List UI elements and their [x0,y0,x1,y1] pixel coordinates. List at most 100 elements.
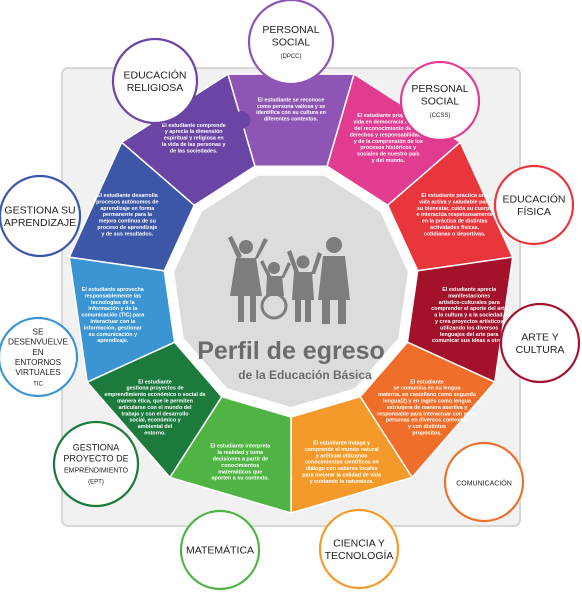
bubble-label-line: COMUNICACIÓN [456,479,512,488]
segment-description-line: e interactúa respetuosamente [416,212,492,218]
segment-description-line: mejora continua de su [99,219,156,225]
puzzle-knob [232,111,251,130]
segment-description-line: responsable para interactuar con otras [377,411,477,417]
segment-description-line: la vida de las personas y [162,142,226,148]
bubble-circle [493,164,575,246]
segment-description-line: artístico-culturales para [439,300,501,306]
segment-description-line: responsablemente las [84,293,141,299]
segment-description-line: aporten a su contexto. [212,476,270,482]
segment-description-line: permanente para la [103,212,153,218]
bubble-circle [247,0,335,86]
segment-description-line: proceso de aprendizaje [97,225,157,231]
segment-description-line: información y de la [88,306,138,312]
segment-description-line: El estudiante desarrolla [97,193,159,199]
segment-description-line: comunicación (TIC) para [81,313,145,319]
segment-description-line: conocimientos científicos en [305,460,379,466]
segment-description-line: trabajo y con el desarrollo [121,411,189,417]
segment-description-line: y de la comprensión de los [354,139,423,145]
bubble-circle [399,60,481,142]
segment-description-line: a la cultura y a la sociedad, [434,313,504,319]
segment-description-line: El estudiante comprende [162,123,226,129]
segment-description-line: para mejorar la calidad de vida [302,473,382,479]
segment-description-line: procesos históricos y [360,145,416,151]
segment-description-line: El estudiante se reconoce [258,97,325,103]
segment-description-line: comprender el aporte del arte [431,306,507,312]
segment-description-line: El estudiante aprecia [442,287,497,293]
segment-description-line: la realidad y toma [218,450,265,456]
bubble-matematica: MATEMÁTICA [179,509,261,591]
segment-description-line: emprendimiento económico o social de [104,392,205,398]
segment-description-line: gestiona proyectos de [126,386,183,392]
segment-description-line: comprende el mundo natural [305,447,379,453]
center-core [174,175,408,407]
segment-description-line: se comunica en su lengua [393,386,461,392]
segment-description-line: aprendizaje. [97,338,129,344]
segment-description-line: entorno. [144,431,166,437]
segment-description-line: derechos y responsabilidades [350,132,427,138]
segment-description-line: propósitos. [412,431,442,437]
bubble-label-line: VIRTUALES [15,368,61,377]
bubble-label-line: GESTIONA [73,443,120,453]
segment-description-line: información, gestionar [84,325,143,331]
center-subtitle: de la Educación Básica [238,368,372,382]
bubble-label-line: ENTORNOS [15,358,62,367]
segment-description-line: El estudiante [410,379,444,385]
bubble-sublabel: (DPCC) [281,54,302,60]
segment-description-line: espiritual y religiosa en [164,136,224,142]
segment-description-line: y con distintos [408,424,446,430]
bubble-label-line: PERSONAL [411,83,468,95]
segment-description-line: de las sociedades. [170,148,218,154]
bubble-label-line: ARTE Y [521,331,559,343]
bubble-circle [0,316,79,398]
bubble-label-line: DESENVUELVE [8,338,68,347]
bubble-label-line: SOCIAL [421,96,460,108]
segment-description-line: vida en democracia a partir [353,120,424,126]
bubble-label-line: APRENDIZAJE [4,217,76,229]
bubble-comunicacion: COMUNICACIÓN [443,441,525,523]
segment-description-line: manera ética, que le permiten [117,399,193,405]
segment-description-line: El estudiante indaga y [313,441,370,447]
bubble-label-line: CIENCIA Y [333,537,385,549]
bubble-sublabel: TIC [33,381,43,387]
segment-description-line: y artificial utilizando [316,453,369,459]
bubble-label-line: MATEMÁTICA [186,544,254,557]
segment-description-line: sociales de nuestro país [357,152,420,158]
segment-description-line: y cuidando la naturaleza. [310,479,375,485]
segment-description-line: extranjera de manera asertiva y [387,405,468,411]
bubble-label-line: FÍSICA [517,205,551,218]
bubble-circle [318,508,400,590]
family-silhouette-icon [228,236,350,324]
segment-description-line: El estudiante [138,379,172,385]
bubble-label-line: CULTURA [516,344,565,356]
bubble-label-line: EDUCACIÓN [502,192,565,205]
bubble-label-line: SOCIAL [272,37,311,49]
segment-description-line: identifica con su cultura en [256,110,326,116]
bubble-label-line: RELIGIOSA [127,82,184,94]
segment-description-line: tecnologías de la [91,300,136,306]
segment-description-line: utilizando los diversos [440,325,498,331]
segment-description-line: interactuar con la [90,319,136,325]
segment-description-line: como persona valiosa y se [257,104,326,110]
bubble-label-line: PERSONAL [262,24,319,36]
